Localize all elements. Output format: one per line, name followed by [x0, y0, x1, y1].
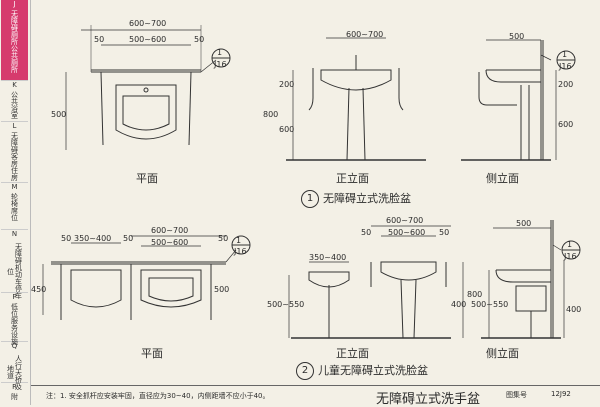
sheet-title: 无障碍立式洗手盆: [376, 392, 481, 407]
plan-view-2: [42, 235, 251, 320]
ref-mark: 1: [236, 236, 242, 245]
dim-label: 50: [94, 35, 105, 44]
chapter-sidebar: J 无障碍厕所公共厕所 K 公共浴室 L 无障碍客房住房 M 轮椅席位 N 无障碍机动车停…: [0, 0, 31, 405]
dim-label: 50: [218, 234, 229, 243]
dim-label: 800: [467, 290, 483, 299]
sidebar-item-l[interactable]: L 无障碍客房住房: [1, 122, 28, 183]
dim-label: 50: [61, 234, 72, 243]
side-view-1: [461, 39, 576, 161]
sidebar-letter: L: [12, 122, 17, 130]
footnote: 注：1. 安全抓杆应安装牢固，直径应为30~40，内侧距墙不应小于40。: [46, 392, 270, 400]
sidebar-letter: R: [12, 383, 17, 391]
sidebar-label: 人行天桥及地道: [6, 354, 23, 390]
dim-label: 50: [123, 234, 134, 243]
dim-label: 600: [279, 125, 295, 134]
dim-label: 600: [558, 120, 574, 129]
ref-mark: J16: [214, 60, 227, 69]
sidebar-letter: J: [13, 0, 16, 8]
dim-label: 500: [51, 110, 67, 119]
view-label-plan: 平面: [136, 172, 158, 185]
drawing-canvas: 600~700 500~600 50 50 500 1 J16 600~700 …: [31, 0, 600, 405]
dim-label: 500: [214, 285, 230, 294]
figure-caption-2: 2 儿童无障碍立式洗脸盆: [296, 362, 428, 380]
view-label-front: 正立面: [336, 347, 369, 360]
dim-label: 800: [263, 110, 279, 119]
figure-title-1: 无障碍立式洗脸盆: [323, 192, 411, 205]
view-label-side: 侧立面: [486, 347, 519, 360]
ref-mark: 1: [567, 240, 573, 249]
dim-label: 500~600: [129, 35, 167, 44]
sidebar-item-q[interactable]: Q 人行天桥及地道: [1, 342, 28, 390]
ref-mark: J16: [564, 252, 577, 261]
dim-label: 600~700: [151, 226, 189, 235]
sidebar-label: 无障碍厕所公共厕所: [10, 10, 19, 73]
sidebar-letter: P: [12, 293, 17, 301]
sidebar-letter: K: [12, 81, 17, 89]
dim-label: 400: [566, 305, 582, 314]
ref-mark: J16: [559, 62, 572, 71]
dim-label: 50: [439, 228, 450, 237]
sidebar-label: 附: [10, 393, 19, 400]
ref-mark: 1: [562, 50, 568, 59]
dim-label: 200: [279, 80, 295, 89]
plan-view-1: [65, 25, 231, 150]
figure-caption-1: 1 无障碍立式洗脸盆: [301, 190, 411, 208]
title-block: 注：1. 安全抓杆应安装牢固，直径应为30~40，内侧距墙不应小于40。 无障碍…: [31, 385, 600, 407]
dim-label: 50: [361, 228, 372, 237]
ref-mark: J16: [234, 247, 247, 256]
figure-number-1: 1: [301, 190, 319, 208]
sidebar-label: 低位服务设施: [10, 303, 19, 345]
dim-label: 500~600: [388, 228, 426, 237]
dim-label: 350~400: [309, 253, 347, 262]
sidebar-item-n[interactable]: N 无障碍机动车停车位: [1, 230, 28, 299]
dim-label: 400: [451, 300, 467, 309]
dim-label: 50: [194, 35, 205, 44]
front-view-1: [286, 37, 426, 161]
sidebar-item-j[interactable]: J 无障碍厕所公共厕所: [1, 0, 28, 81]
dim-label: 500: [516, 219, 532, 228]
dim-label: 600~700: [129, 19, 167, 28]
dim-label: 500: [509, 32, 525, 41]
atlas-number-label: 图集号: [506, 391, 527, 399]
figure-title-2: 儿童无障碍立式洗脸盆: [318, 364, 428, 377]
side-view-2: [481, 220, 581, 339]
front-view-2: [288, 225, 464, 339]
dim-label: 600~700: [386, 216, 424, 225]
view-label-plan: 平面: [141, 347, 163, 360]
view-label-front: 正立面: [336, 172, 369, 185]
dim-label: 500~550: [471, 300, 509, 309]
sidebar-item-m[interactable]: M 轮椅席位: [1, 183, 28, 230]
dim-label: 450: [31, 285, 47, 294]
sidebar-letter: Q: [11, 342, 18, 350]
ref-mark: 1: [217, 48, 223, 57]
dim-label: 500~550: [267, 300, 305, 309]
sidebar-item-p[interactable]: P 低位服务设施: [1, 293, 28, 345]
sidebar-item-k[interactable]: K 公共浴室: [1, 81, 28, 122]
dim-label: 350~400: [74, 234, 112, 243]
dim-label: 600~700: [346, 30, 384, 39]
sidebar-label: 轮椅席位: [10, 193, 19, 221]
atlas-number: 12J92: [551, 390, 571, 398]
sidebar-label: 无障碍机动车停车位: [6, 243, 23, 299]
view-label-side: 侧立面: [486, 172, 519, 185]
sidebar-label: 公共浴室: [10, 91, 19, 119]
dim-label: 200: [558, 80, 574, 89]
figure-number-2: 2: [296, 362, 314, 380]
sidebar-letter: N: [11, 230, 18, 238]
dim-label: 500~600: [151, 238, 189, 247]
sidebar-label: 无障碍客房住房: [10, 132, 19, 181]
sidebar-letter: M: [11, 183, 18, 191]
drawing-svg: [42, 25, 581, 339]
